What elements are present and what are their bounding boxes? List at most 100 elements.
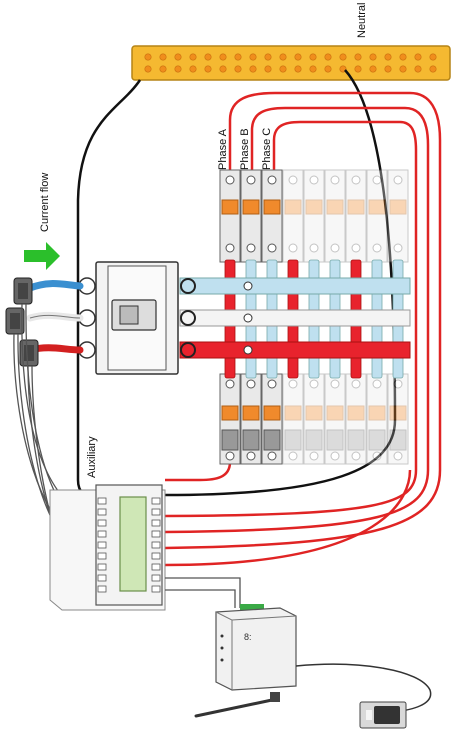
busbar-terminal bbox=[414, 53, 422, 61]
breaker-module bbox=[387, 373, 409, 465]
breaker-toggle bbox=[305, 199, 323, 215]
busbar-terminal bbox=[339, 53, 347, 61]
busbar-terminal bbox=[294, 65, 302, 73]
busbar-bolt bbox=[180, 310, 196, 326]
breaker-toggle bbox=[326, 405, 344, 421]
busbar-terminal bbox=[144, 65, 152, 73]
ct-clamp bbox=[5, 307, 25, 335]
busbar-terminal bbox=[249, 65, 257, 73]
meter-terminal bbox=[97, 563, 107, 571]
breaker-module bbox=[261, 169, 283, 263]
phase-a-label: Phase A bbox=[217, 128, 229, 170]
busbar-terminal bbox=[384, 53, 392, 61]
phase-c-label: Phase C bbox=[261, 128, 273, 170]
busbar-terminal bbox=[399, 53, 407, 61]
busbar-terminal bbox=[174, 53, 182, 61]
busbar-terminal bbox=[369, 65, 377, 73]
ct-clamp bbox=[13, 277, 33, 305]
meter-terminal bbox=[97, 497, 107, 505]
meter-terminal bbox=[151, 541, 161, 549]
meter-terminal bbox=[151, 552, 161, 560]
breaker-toggle bbox=[221, 199, 239, 215]
meter-terminal bbox=[151, 585, 161, 593]
meter-terminal bbox=[151, 530, 161, 538]
breaker-module bbox=[366, 373, 388, 465]
breaker-toggle bbox=[221, 405, 239, 421]
busbar-terminal bbox=[279, 53, 287, 61]
busbar-terminal bbox=[324, 65, 332, 73]
busbar-terminal bbox=[249, 53, 257, 61]
meter-terminal bbox=[97, 585, 107, 593]
phase-b-wire bbox=[164, 106, 430, 534]
busbar-terminal bbox=[399, 65, 407, 73]
meter-terminal bbox=[97, 508, 107, 516]
breaker-toggle bbox=[347, 405, 365, 421]
meter-terminal bbox=[97, 530, 107, 538]
ct-clamp bbox=[19, 339, 39, 367]
breaker-module bbox=[282, 373, 304, 465]
busbar-terminal bbox=[159, 53, 167, 61]
breaker-out-wire-1 bbox=[165, 461, 232, 482]
breaker-toggle bbox=[389, 199, 407, 215]
breaker-toggle bbox=[305, 405, 323, 421]
breaker-toggle bbox=[242, 199, 260, 215]
power-plug-icon bbox=[359, 701, 407, 729]
gateway-device: 8: bbox=[215, 604, 297, 691]
bottom-breaker-row bbox=[219, 373, 409, 465]
busbar-terminal bbox=[354, 53, 362, 61]
meter-terminal bbox=[151, 519, 161, 527]
breaker-module bbox=[324, 169, 346, 263]
busbar-terminal bbox=[264, 53, 272, 61]
busbar-terminal bbox=[384, 65, 392, 73]
busbar-terminal bbox=[429, 65, 437, 73]
busbar-terminal bbox=[174, 65, 182, 73]
breaker-toggle bbox=[242, 405, 260, 421]
gateway-logo: 8: bbox=[244, 632, 252, 642]
breaker-module bbox=[282, 169, 304, 263]
busbar-terminal bbox=[234, 53, 242, 61]
auxiliary-label: Auxiliary bbox=[86, 436, 98, 478]
busbar-terminal bbox=[309, 53, 317, 61]
breaker-toggle bbox=[284, 405, 302, 421]
neutral-label: Neutral bbox=[356, 3, 368, 38]
breaker-module bbox=[219, 169, 241, 263]
breaker-module bbox=[303, 169, 325, 263]
breaker-module bbox=[261, 373, 283, 465]
busbar-terminal bbox=[324, 53, 332, 61]
breaker-module bbox=[324, 373, 346, 465]
breaker-module bbox=[303, 373, 325, 465]
main-switch bbox=[78, 261, 179, 375]
busbar-terminal bbox=[159, 65, 167, 73]
breaker-module bbox=[345, 169, 367, 263]
meter-terminal bbox=[151, 508, 161, 516]
meter-terminal bbox=[97, 574, 107, 582]
busbar-terminal bbox=[189, 65, 197, 73]
busbar-terminal bbox=[219, 65, 227, 73]
phase-b-label: Phase B bbox=[239, 128, 251, 170]
busbar-terminal bbox=[294, 53, 302, 61]
breaker-toggle bbox=[347, 199, 365, 215]
busbar-terminal bbox=[279, 65, 287, 73]
meter-terminal bbox=[97, 552, 107, 560]
breaker-toggle bbox=[368, 405, 386, 421]
busbar-bolt bbox=[243, 281, 253, 291]
busbar-terminal bbox=[309, 65, 317, 73]
breaker-module bbox=[240, 169, 262, 263]
arrow-right-icon bbox=[24, 242, 60, 270]
busbar-bolt bbox=[243, 313, 253, 323]
busbar-terminal bbox=[219, 53, 227, 61]
busbar-bolt bbox=[180, 278, 196, 294]
busbar-terminal bbox=[204, 53, 212, 61]
busbar-terminal bbox=[144, 53, 152, 61]
phase-a-wire bbox=[164, 91, 442, 550]
breaker-toggle bbox=[263, 405, 281, 421]
breaker-toggle bbox=[368, 199, 386, 215]
power-cable bbox=[295, 663, 432, 713]
breaker-module bbox=[240, 373, 262, 465]
breaker-toggle bbox=[389, 405, 407, 421]
breaker-module bbox=[387, 169, 409, 263]
energy-meter bbox=[49, 484, 166, 611]
busbar-terminal bbox=[204, 65, 212, 73]
phase-c-wire bbox=[164, 120, 418, 518]
comm-wire bbox=[165, 589, 236, 608]
